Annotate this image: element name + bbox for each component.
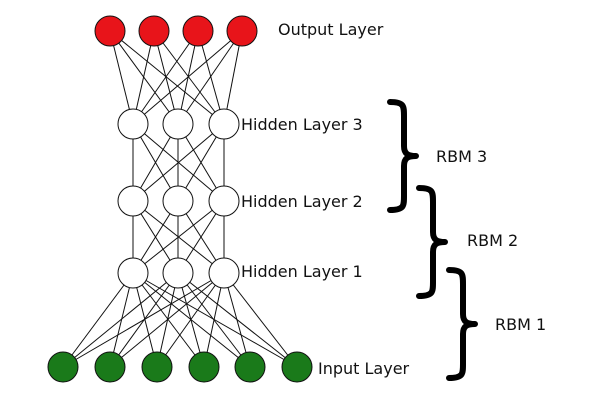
hidden3-neuron-3 xyxy=(208,108,240,140)
connection-line xyxy=(62,272,134,368)
hidden-layer-1-label: Hidden Layer 1 xyxy=(241,262,363,281)
hidden1-neuron-1 xyxy=(117,257,149,289)
rbm-braces xyxy=(387,99,478,381)
connection-line xyxy=(132,30,155,125)
hidden3-neuron-2 xyxy=(162,108,194,140)
connection-line xyxy=(132,200,225,274)
connection-line xyxy=(223,30,243,125)
connection-line xyxy=(62,272,225,368)
connection-line xyxy=(109,30,225,125)
input-neuron-5 xyxy=(234,351,266,383)
input-neuron-4 xyxy=(188,351,220,383)
neurons xyxy=(47,15,313,383)
output-neuron-3 xyxy=(182,15,214,47)
connection-line xyxy=(62,272,179,368)
hidden2-neuron-1 xyxy=(117,185,149,217)
input-neuron-2 xyxy=(94,351,126,383)
rbm-2-label: RBM 2 xyxy=(467,231,519,250)
hidden1-neuron-2 xyxy=(162,257,194,289)
connection-line xyxy=(177,30,243,125)
connection-line xyxy=(132,272,158,368)
connection-line xyxy=(132,30,243,125)
connection-line xyxy=(203,272,225,368)
input-layer-label: Input Layer xyxy=(318,359,410,378)
rbm-1-brace-icon xyxy=(446,267,478,381)
input-neuron-6 xyxy=(281,351,313,383)
connection-line xyxy=(109,272,225,368)
connection-line xyxy=(197,30,225,125)
hidden2-neuron-3 xyxy=(208,185,240,217)
rbm-1-label: RBM 1 xyxy=(495,315,547,334)
hidden-layer-2-label: Hidden Layer 2 xyxy=(241,192,363,211)
connection-line xyxy=(132,272,205,368)
rbm-3-brace-icon xyxy=(387,99,419,213)
output-neuron-1 xyxy=(94,15,126,47)
connection-line xyxy=(156,272,225,368)
connection-line xyxy=(132,123,225,202)
output-neuron-4 xyxy=(226,15,258,47)
rbm-2-brace-icon xyxy=(416,185,448,299)
connection-line xyxy=(223,272,251,368)
rbm-3-label: RBM 3 xyxy=(436,147,488,166)
connection-line xyxy=(132,272,298,368)
output-neuron-2 xyxy=(138,15,170,47)
hidden3-neuron-1 xyxy=(117,108,149,140)
hidden-layer-3-label: Hidden Layer 3 xyxy=(241,115,363,134)
connection-line xyxy=(223,272,298,368)
connection-line xyxy=(132,30,199,125)
connection-line xyxy=(109,30,134,125)
connection-line xyxy=(109,272,134,368)
input-neuron-3 xyxy=(141,351,173,383)
hidden1-neuron-3 xyxy=(208,257,240,289)
output-layer-label: Output Layer xyxy=(278,20,384,39)
connection-line xyxy=(153,30,225,125)
input-neuron-1 xyxy=(47,351,79,383)
hidden2-neuron-2 xyxy=(162,185,194,217)
